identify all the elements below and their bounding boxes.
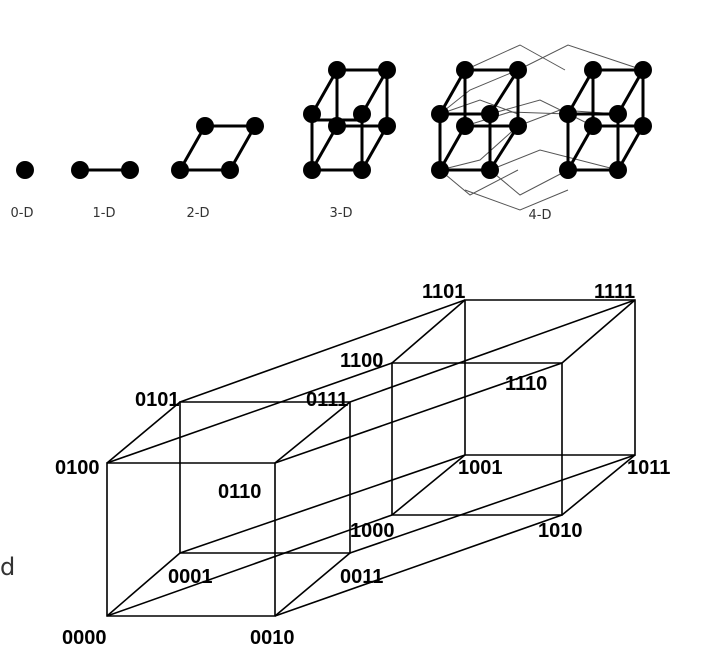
node-1011: 1011 — [627, 457, 670, 479]
node-1110: 1110 — [505, 373, 547, 395]
node-0000: 0000 — [62, 627, 107, 649]
stray-letter: d — [0, 553, 15, 581]
vertex — [16, 161, 34, 179]
cube-3d — [303, 61, 396, 179]
cube-2d — [171, 117, 264, 179]
node-0001: 0001 — [168, 566, 213, 588]
node-1000: 1000 — [350, 520, 395, 542]
cube-0d — [16, 161, 34, 179]
label-4d: 4-D — [529, 208, 552, 223]
vertex — [121, 161, 139, 179]
label-2d: 2-D — [187, 206, 210, 221]
node-0011: 0011 — [340, 566, 383, 588]
node-1111: 1111 — [594, 281, 635, 303]
label-0d: 0-D — [11, 206, 34, 221]
node-1101: 1101 — [422, 281, 465, 303]
node-0101: 0101 — [135, 389, 180, 411]
label-1d: 1-D — [93, 206, 116, 221]
node-0010: 0010 — [250, 627, 295, 649]
tesseract — [106, 299, 636, 617]
cube-4d — [431, 44, 652, 211]
node-0110: 0110 — [218, 481, 261, 503]
node-1010: 1010 — [538, 520, 583, 542]
node-1001: 1001 — [458, 457, 503, 479]
label-3d: 3-D — [330, 206, 353, 221]
tesseract-labels: 0000 0001 0010 0011 0100 0101 0110 0111 … — [55, 281, 670, 649]
cube-1d — [71, 161, 139, 179]
node-0111: 0111 — [306, 389, 348, 411]
node-1100: 1100 — [340, 350, 383, 372]
dimension-progression: 0-D 1-D 2-D 3-D 4-D — [11, 44, 652, 223]
node-0100: 0100 — [55, 457, 100, 479]
vertex — [71, 161, 89, 179]
